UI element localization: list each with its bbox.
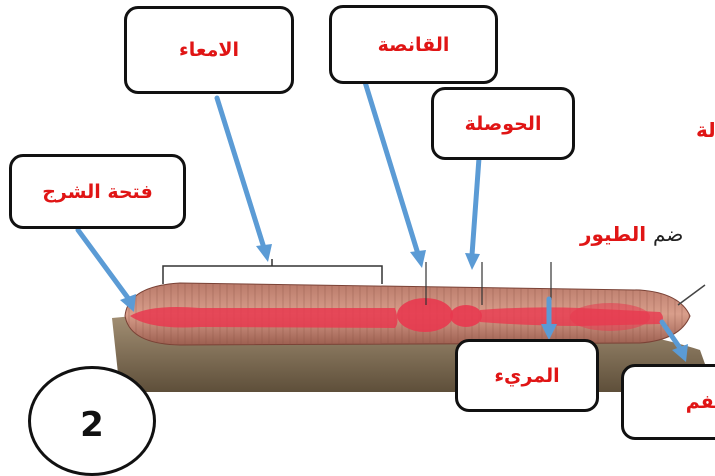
label-gizzard-text: القانصة <box>378 34 450 56</box>
label-esophagus-text: المريء <box>494 365 559 387</box>
arrow-intestine-head <box>256 244 272 262</box>
intestine-bracket <box>163 266 382 284</box>
label-crop-text: الحوصلة <box>465 113 542 135</box>
arrow-intestine <box>217 98 264 248</box>
label-gizzard: القانصة <box>329 5 498 84</box>
label-intestine-text: الامعاء <box>179 39 239 61</box>
digestive-tract-crop <box>450 305 482 327</box>
arrow-crop-head <box>465 253 480 270</box>
diagram-stage: لة ضم الطيور <box>0 0 715 438</box>
mouth-line <box>678 285 705 305</box>
worm-pharynx <box>570 303 650 331</box>
label-esophagus: المريء <box>455 339 599 412</box>
digestive-tract-gizzard <box>397 298 453 332</box>
slide-number-badge: 2 <box>28 366 156 476</box>
slide-number-text: 2 <box>80 405 104 445</box>
arrow-gizzard <box>365 82 418 254</box>
arrow-gizzard-head <box>410 250 426 268</box>
arrow-anus <box>78 230 128 298</box>
label-anus-text: فتحة الشرج <box>42 181 153 203</box>
label-crop: الحوصلة <box>431 87 575 160</box>
arrow-crop <box>472 158 479 255</box>
digestive-tract-intestine <box>130 307 398 328</box>
label-anus: فتحة الشرج <box>9 154 186 229</box>
label-mouth-text: الفم <box>686 391 715 413</box>
label-mouth: الفم <box>621 364 715 440</box>
label-intestine: الامعاء <box>124 6 294 94</box>
